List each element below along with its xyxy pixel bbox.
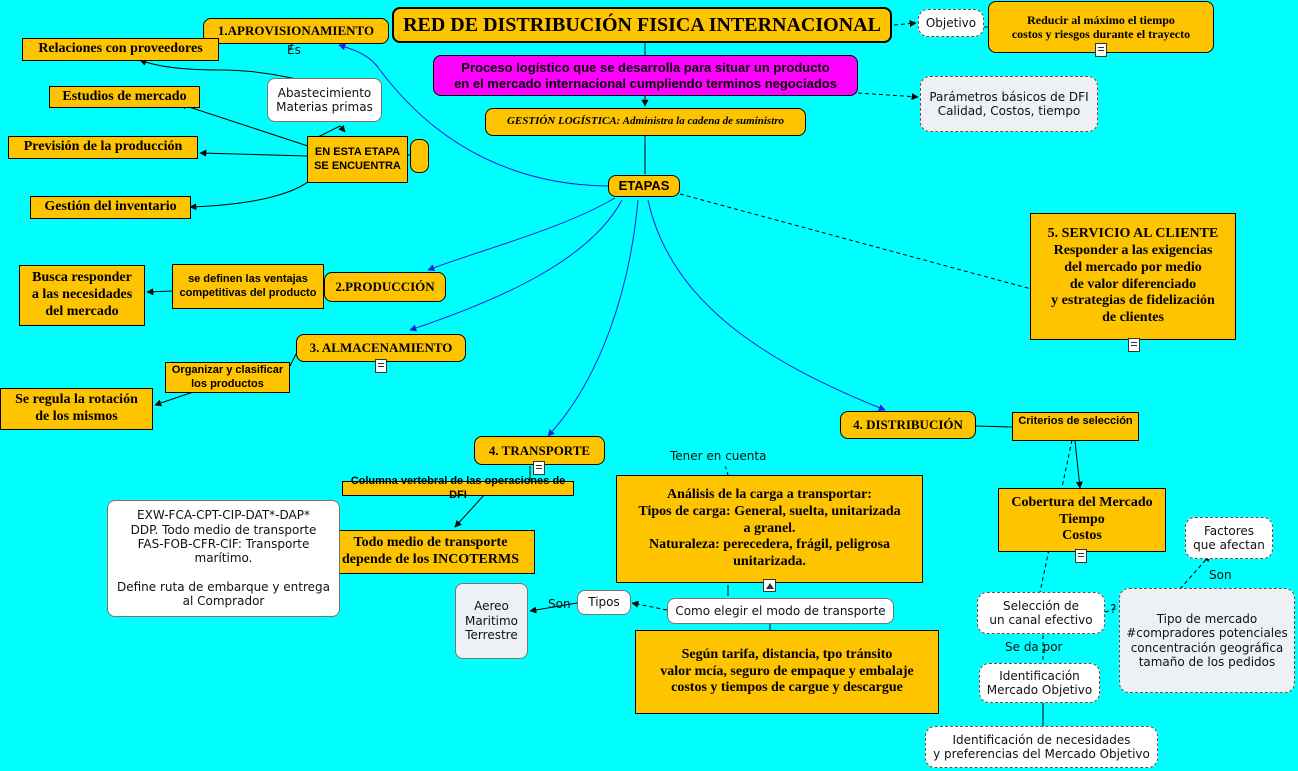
supply-definition-node[interactable]: Abastecimiento Materias primas — [267, 78, 382, 122]
supply-item-market-studies[interactable]: Estudios de mercado — [49, 86, 200, 108]
distribution-criteria-node[interactable]: Criterios de selección — [1012, 412, 1139, 441]
distribution-question-label: ? — [1110, 602, 1117, 616]
supply-item-suppliers[interactable]: Relaciones con proveedores — [22, 38, 219, 61]
transport-backbone-node[interactable]: Columna vertebral de las operaciones de … — [342, 475, 574, 501]
logistics-node[interactable]: GESTIÓN LOGÍSTICA: Administra la cadena … — [485, 108, 806, 136]
distribution-given-by-label: Se da por — [1005, 640, 1063, 654]
supply-in-stage-node[interactable]: EN ESTA ETAPA SE ENCUENTRA — [307, 136, 408, 183]
transport-incoterms-node[interactable]: Todo medio de transporte depende de los … — [326, 530, 535, 574]
stages-node[interactable]: ETAPAS — [608, 175, 680, 197]
title-node[interactable]: RED DE DISTRIBUCIÓN FISICA INTERNACIONAL — [392, 7, 892, 43]
distribution-stage-node[interactable]: 4. DISTRIBUCIÓN — [840, 411, 976, 439]
distribution-factors-node[interactable]: Factores que afectan — [1185, 517, 1273, 559]
distribution-coverage-node[interactable]: Cobertura del Mercado Tiempo Costos — [998, 488, 1166, 552]
supply-item-inventory[interactable]: Gestión del inventario — [30, 196, 191, 219]
storage-rotation-node[interactable]: Se regula la rotación de los mismos — [0, 388, 153, 430]
supply-item-production-forecast[interactable]: Previsión de la producción — [8, 136, 198, 159]
supply-is-label: Es — [287, 43, 301, 57]
document-icon[interactable] — [1095, 43, 1107, 57]
document-icon[interactable] — [1128, 338, 1140, 352]
transport-criteria-node[interactable]: Según tarifa, distancia, tpo tránsito va… — [635, 630, 939, 714]
distribution-needs-node[interactable]: Identificación de necesidades y preferen… — [925, 726, 1158, 768]
supply-empty-node[interactable] — [410, 139, 429, 173]
process-node[interactable]: Proceso logístico que se desarrolla para… — [433, 55, 858, 96]
distribution-channel-node[interactable]: Selección de un canal efectivo — [977, 592, 1105, 634]
document-icon[interactable] — [533, 461, 545, 475]
transport-how-choose-node[interactable]: Como elegir el modo de transporte — [667, 598, 894, 624]
storage-organize-node[interactable]: Organizar y clasificar los productos — [165, 362, 290, 393]
service-node[interactable]: 5. SERVICIO AL CLIENTE Responder a las e… — [1030, 213, 1236, 340]
transport-keep-in-mind-label: Tener en cuenta — [670, 449, 767, 463]
distribution-target-id-node[interactable]: Identificación Mercado Objetivo — [979, 663, 1100, 703]
document-icon[interactable] — [375, 359, 387, 373]
production-advantages-node[interactable]: se definen las ventajas competitivas del… — [172, 264, 324, 309]
document-icon[interactable] — [1075, 549, 1087, 563]
transport-cargo-node[interactable]: Análisis de la carga a transportar: Tipo… — [616, 475, 923, 583]
transport-modes-node[interactable]: Aereo Maritimo Terrestre — [455, 583, 528, 659]
image-icon[interactable] — [763, 579, 776, 592]
storage-stage-node[interactable]: 3. ALMACENAMIENTO — [296, 334, 466, 362]
production-respond-node[interactable]: Busca responder a las necesidades del me… — [19, 265, 145, 326]
transport-incoterms-detail-node[interactable]: EXW-FCA-CPT-CIP-DAT*-DAP* DDP. Todo medi… — [107, 500, 340, 617]
supply-stage-node[interactable]: 1.APROVISIONAMIENTO — [203, 18, 389, 44]
distribution-market-type-node[interactable]: Tipo de mercado #compradores potenciales… — [1119, 588, 1295, 693]
distribution-are-label: Son — [1209, 568, 1232, 582]
production-stage-node[interactable]: 2.PRODUCCIÓN — [324, 272, 446, 302]
transport-are-label: Son — [548, 597, 571, 611]
basic-params-node[interactable]: Parámetros básicos de DFI Calidad, Costo… — [920, 76, 1098, 132]
objective-tag[interactable]: Objetivo — [918, 9, 984, 37]
transport-types-node[interactable]: Tipos — [577, 590, 631, 615]
